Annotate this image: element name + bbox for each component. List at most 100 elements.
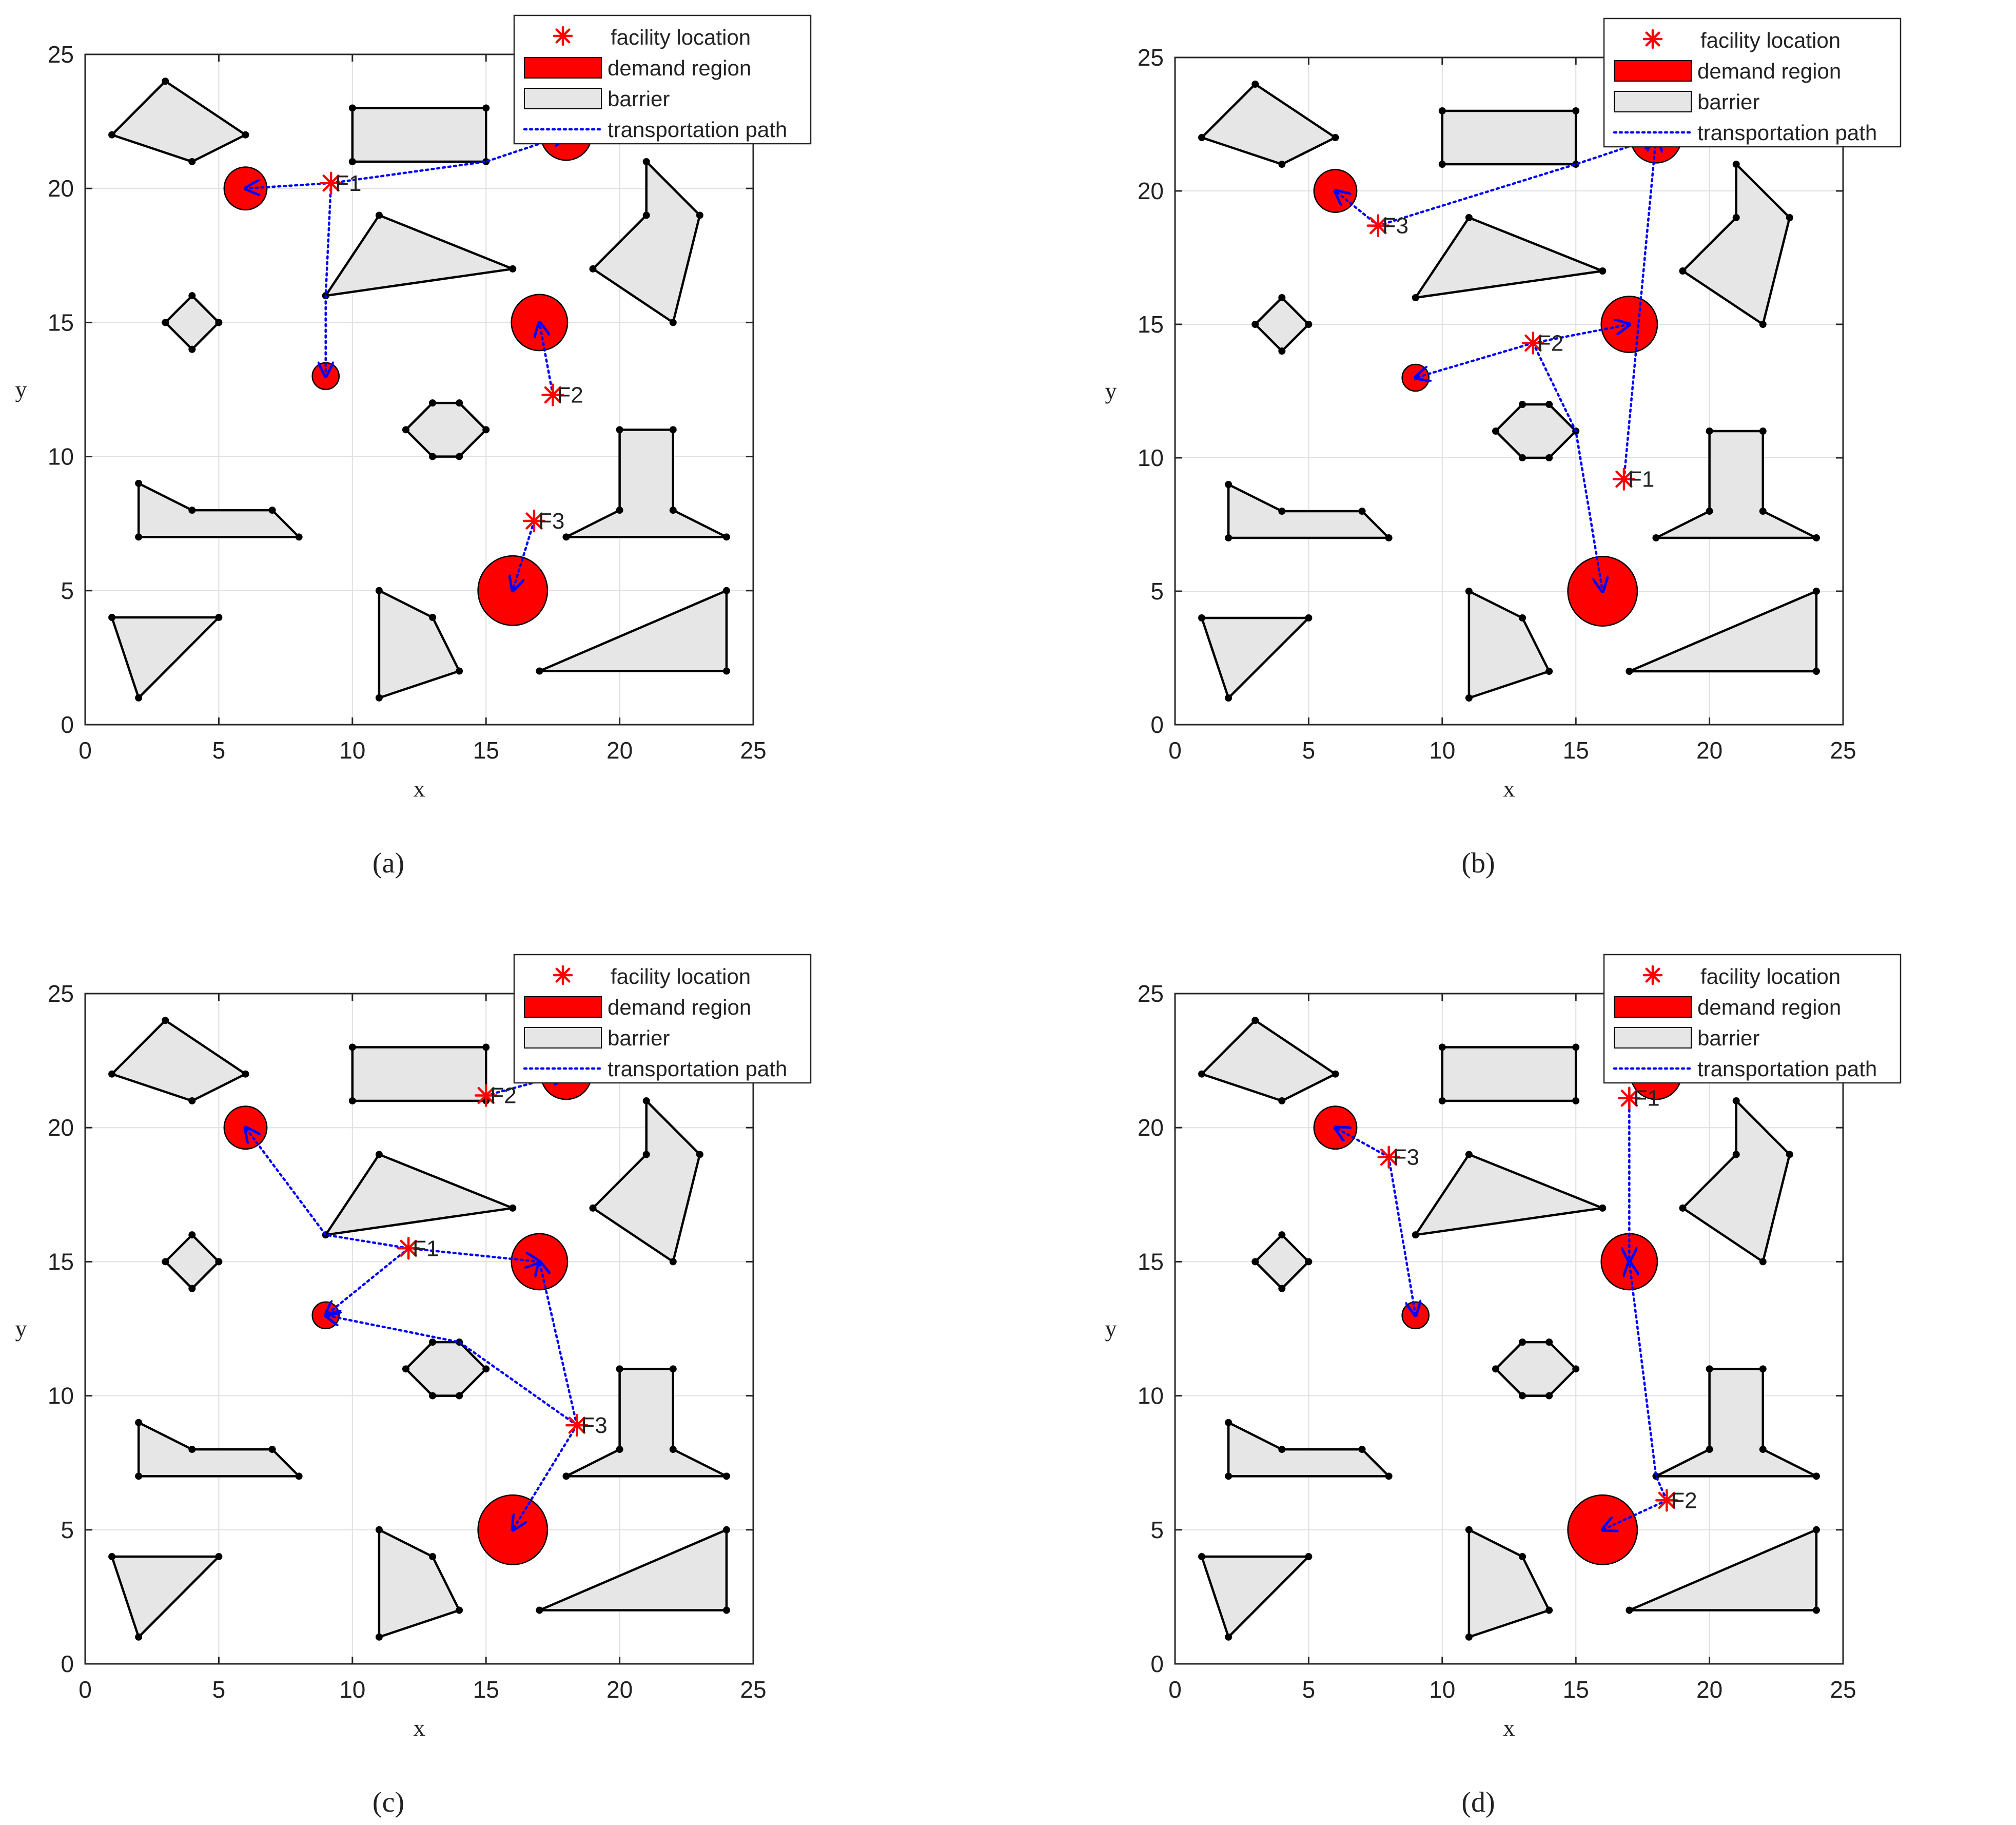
barrier-vertex <box>429 1553 437 1561</box>
barrier-vertex <box>1599 1204 1607 1212</box>
y-tick-label: 0 <box>61 1651 74 1677</box>
legend-demand-icon <box>524 996 602 1018</box>
x-tick-label: 5 <box>212 737 226 764</box>
barrier-vertex <box>1545 454 1553 461</box>
facility-marker-f2 <box>541 383 564 406</box>
legend-entry-3: barrier <box>1697 90 1759 114</box>
barrier-vertex <box>1759 1365 1767 1373</box>
barrier-vertex <box>722 587 730 594</box>
barrier-vertex <box>669 319 677 326</box>
x-tick-label: 10 <box>339 737 365 764</box>
barrier-vertex <box>1519 1338 1526 1346</box>
x-tick-label: 15 <box>473 1676 499 1703</box>
legend-barrier-icon <box>524 1027 602 1049</box>
barrier-vertex <box>1786 1151 1793 1158</box>
barrier-vertex <box>135 533 143 541</box>
barrier-vertex <box>1251 81 1259 88</box>
x-tick-label: 20 <box>606 737 633 764</box>
barrier-vertex <box>188 1231 196 1239</box>
y-tick-label: 5 <box>1150 578 1164 605</box>
barrier-vertex <box>429 1392 437 1400</box>
barrier-vertex <box>1759 1446 1767 1453</box>
barrier-vertex <box>482 104 490 112</box>
transportation-path <box>539 322 554 396</box>
barrier-vertex <box>456 1606 463 1614</box>
barrier-vertex <box>242 131 249 139</box>
barrier-vertex <box>589 1204 597 1212</box>
facility-marker-f2 <box>1521 332 1545 355</box>
x-tick-label: 0 <box>79 1676 92 1703</box>
barrier-vertex <box>1572 1365 1580 1373</box>
barrier-vertex <box>616 1446 623 1453</box>
panel-caption: (d) <box>1461 1787 1495 1818</box>
barrier-vertex <box>1438 1043 1446 1051</box>
barrier-vertex <box>1599 267 1607 275</box>
legend-entry-2: demand region <box>608 56 751 80</box>
demand-region-1 <box>223 1105 268 1150</box>
legend-entry-1: facility location <box>611 964 751 988</box>
barrier-vertex <box>1519 1392 1526 1400</box>
transportation-path <box>326 1315 578 1427</box>
x-tick-label: 5 <box>1302 1676 1316 1703</box>
barrier-vertex <box>1652 534 1660 541</box>
barrier-vertex <box>1706 508 1713 515</box>
barrier-vertex <box>509 265 517 273</box>
legend-entry-1: facility location <box>1700 28 1841 52</box>
x-tick-label: 15 <box>1563 1676 1589 1703</box>
barrier-vertex <box>509 1204 517 1212</box>
facility-label-f1: F1 <box>413 1236 439 1261</box>
y-axis-label: y <box>1105 378 1117 404</box>
barrier-vertex <box>1358 1446 1366 1453</box>
barrier-vertex <box>188 158 196 165</box>
facility-label-f1: F1 <box>1633 1086 1659 1111</box>
barrier-vertex <box>1251 1017 1259 1024</box>
barrier-vertex <box>1278 347 1286 355</box>
barrier-vertex <box>1278 1285 1286 1292</box>
legend-facility-icon <box>553 26 573 46</box>
barrier-vertex <box>429 453 437 460</box>
barrier-9 <box>1200 616 1310 700</box>
barrier-vertex <box>722 1606 730 1614</box>
facility-marker-f3 <box>1377 1146 1400 1169</box>
grid <box>85 994 753 1664</box>
barrier-vertex <box>429 1338 437 1346</box>
barrier-vertex <box>1545 1606 1553 1614</box>
y-tick-label: 0 <box>1150 1651 1164 1677</box>
barrier-vertex <box>1732 214 1740 221</box>
axes-box <box>1174 993 1844 1665</box>
barrier-vertex <box>295 1472 303 1480</box>
facility-label-f3: F3 <box>581 1413 607 1438</box>
x-axis-label: x <box>1503 775 1515 802</box>
barrier-11 <box>1628 590 1818 673</box>
legend-facility-icon <box>1642 29 1663 49</box>
demand-region-4 <box>311 1301 340 1330</box>
barrier-vertex <box>1626 1606 1633 1614</box>
barrier-vertex <box>722 533 730 541</box>
barrier-vertex <box>188 1097 196 1104</box>
barrier-vertex <box>1545 1338 1553 1346</box>
x-tick-label: 25 <box>740 1676 766 1703</box>
barrier-vertex <box>1438 107 1446 114</box>
barrier-vertex <box>188 292 196 300</box>
barrier-vertex <box>1278 161 1286 168</box>
y-tick-label: 20 <box>1138 178 1164 204</box>
barrier-vertex <box>215 319 223 326</box>
barrier-vertex <box>1385 534 1393 541</box>
x-tick-label: 25 <box>740 737 766 764</box>
barrier-vertex <box>1225 1419 1232 1426</box>
barrier-vertex <box>268 1446 276 1453</box>
barrier-vertex <box>1759 321 1767 328</box>
facility-marker-f2 <box>474 1084 498 1107</box>
legend-entry-4: transportation path <box>608 1057 787 1081</box>
barrier-vertex <box>1572 1043 1580 1051</box>
barrier-vertex <box>1305 1258 1313 1266</box>
barrier-2 <box>1441 109 1577 166</box>
y-tick-label: 10 <box>1138 1383 1164 1409</box>
transportation-path <box>329 135 566 185</box>
